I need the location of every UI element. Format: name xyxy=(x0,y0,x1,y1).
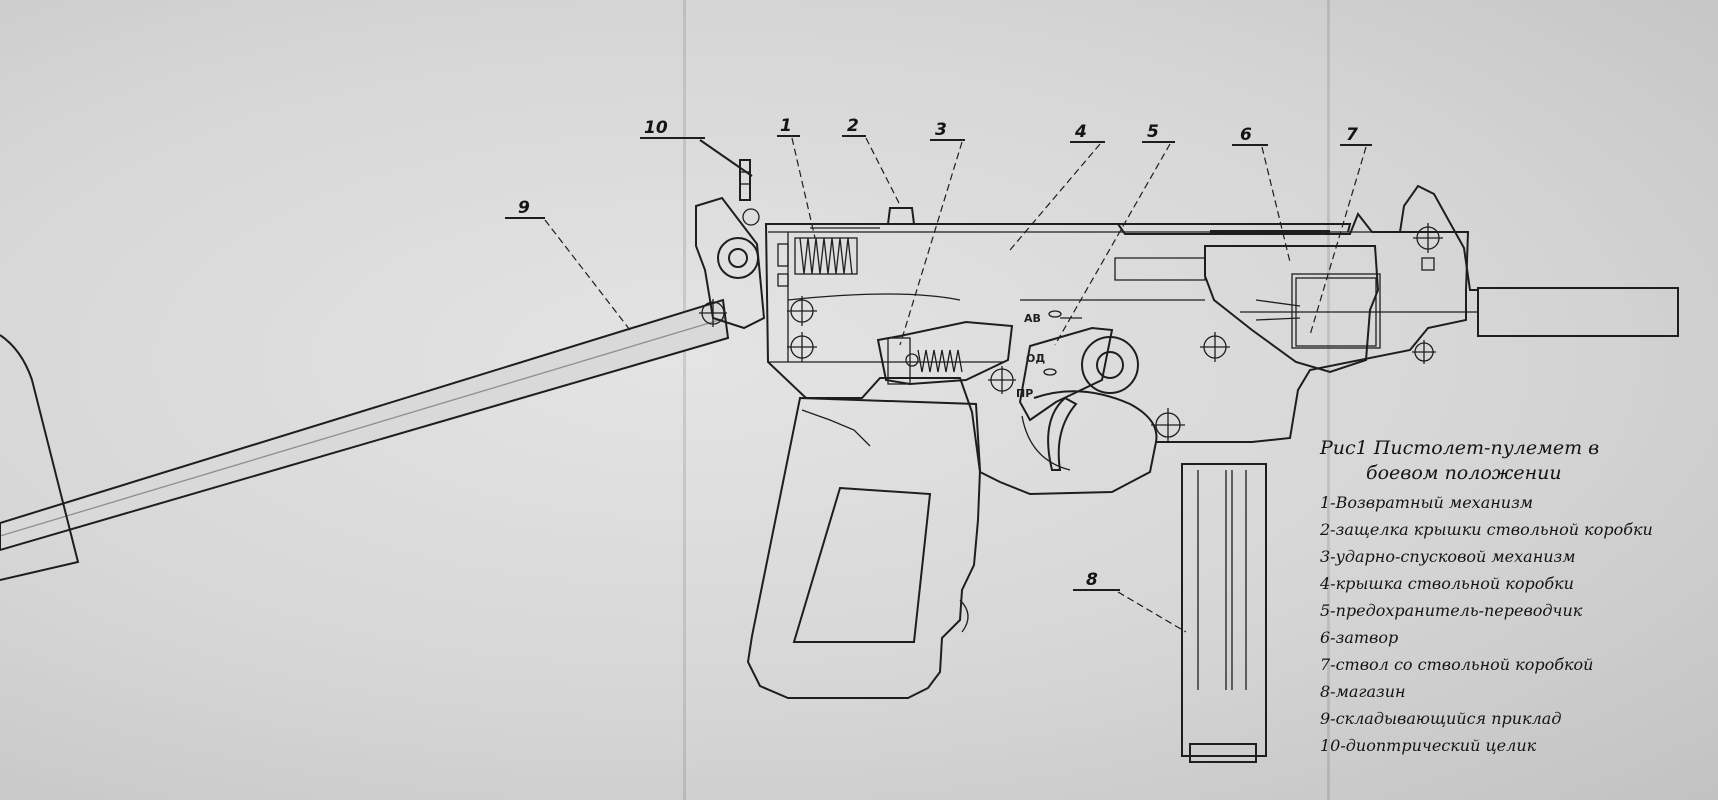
legend-item: 9-складывающийся приклад xyxy=(1320,709,1562,728)
legend-item: 1-Возвратный механизм xyxy=(1320,493,1534,512)
leader-lines xyxy=(505,135,1372,633)
figure-legend: Рис1 Пистолет-пулемет в боевом положении… xyxy=(1320,436,1712,759)
bolt xyxy=(1204,245,1381,374)
legend-item: 8-магазин xyxy=(1320,682,1406,701)
parts-list: 1-Возвратный механизм 2-защелка крышки с… xyxy=(1320,489,1712,759)
selector-mark-single: ОД xyxy=(1026,352,1045,365)
legend-item: 4-крышка ствольной коробки xyxy=(1320,574,1574,593)
diopter-rear-sight xyxy=(739,159,760,226)
safety-selector xyxy=(1018,310,1139,422)
assembly-pin xyxy=(1200,332,1230,362)
paper-fold-line xyxy=(683,0,686,800)
callout-9: 9 xyxy=(518,198,530,218)
trigger-guard xyxy=(1021,390,1158,471)
callout-8: 8 xyxy=(1086,570,1098,590)
receiver-cover xyxy=(1118,223,1352,234)
legend-item: 6-затвор xyxy=(1320,628,1399,647)
legend-item: 7-ствол со ствольной коробкой xyxy=(1320,655,1594,674)
figure-caption-line1: Рис1 Пистолет-пулемет в xyxy=(1320,437,1600,459)
magazine xyxy=(1181,463,1267,763)
selector-mark-auto: АВ xyxy=(1024,312,1041,325)
callout-1: 1 xyxy=(780,116,792,136)
callout-6: 6 xyxy=(1240,125,1252,145)
legend-item: 2-защелка крышки ствольной коробки xyxy=(1320,520,1653,539)
folding-stock xyxy=(0,196,766,581)
assembly-pin xyxy=(787,332,817,362)
callout-2: 2 xyxy=(847,116,859,136)
legend-item: 5-предохранитель-переводчик xyxy=(1320,601,1583,620)
trigger-mechanism xyxy=(876,320,1014,386)
front-sight xyxy=(1399,184,1478,291)
barrel xyxy=(1240,277,1679,347)
paper-fold-line xyxy=(1327,0,1330,800)
callout-4: 4 xyxy=(1074,122,1087,142)
assembly-pin xyxy=(988,366,1016,394)
assembly-pin xyxy=(1413,223,1443,253)
assembly-pin xyxy=(787,296,817,326)
receiver xyxy=(764,212,1470,496)
legend-item: 3-ударно-спусковой механизм xyxy=(1320,547,1576,566)
callout-5: 5 xyxy=(1147,122,1159,142)
callout-10: 10 xyxy=(644,118,668,138)
trigger xyxy=(1047,396,1078,471)
assembly-pin xyxy=(1151,408,1185,442)
figure-caption: Рис1 Пистолет-пулемет в боевом положении xyxy=(1320,436,1712,486)
callout-7: 7 xyxy=(1346,125,1358,145)
selector-mark-safe: ПР xyxy=(1016,387,1033,400)
cover-latch xyxy=(887,207,915,225)
legend-item: 10-диоптрический целик xyxy=(1320,736,1537,755)
pistol-grip xyxy=(746,396,982,699)
assembly-pin xyxy=(1412,340,1436,364)
callout-3: 3 xyxy=(935,120,947,140)
return-spring xyxy=(794,227,880,275)
figure-caption-line2: боевом положении xyxy=(1366,462,1562,484)
